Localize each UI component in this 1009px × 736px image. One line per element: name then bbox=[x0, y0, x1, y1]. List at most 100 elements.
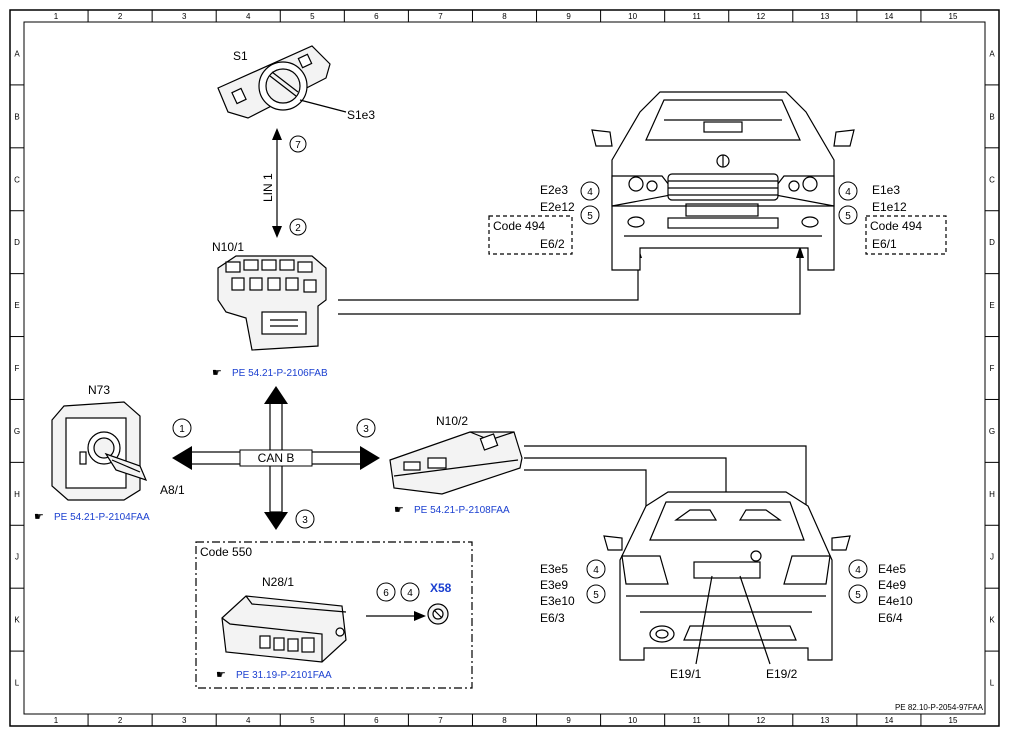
arrow-right-headlight bbox=[796, 246, 804, 258]
grid-column-label: 12 bbox=[756, 12, 765, 21]
grid-column-label: 8 bbox=[502, 12, 507, 21]
n28-1-module bbox=[221, 595, 347, 663]
grid-row-label: B bbox=[14, 112, 19, 121]
can-b-bus bbox=[172, 386, 380, 530]
x58-label: X58 bbox=[430, 581, 452, 595]
grid-row-label: L bbox=[15, 679, 20, 688]
e19-1-label: E19/1 bbox=[670, 667, 702, 681]
grid-column-label: 4 bbox=[246, 716, 251, 725]
grid-row-label: J bbox=[15, 553, 19, 562]
grid-column-labels: 1122334455667788991010111112121313141415… bbox=[54, 10, 958, 726]
n73-ignition-switch bbox=[51, 401, 148, 501]
n28-1-label: N28/1 bbox=[262, 575, 294, 589]
grid-column-label: 7 bbox=[438, 716, 443, 725]
e4e9-label: E4e9 bbox=[878, 578, 906, 592]
code550-label: Code 550 bbox=[200, 545, 252, 559]
grid-column-label: 6 bbox=[374, 12, 379, 21]
front-car-view bbox=[591, 91, 855, 271]
badge-lin-top bbox=[289, 135, 307, 153]
badge-front-r-2-num: 5 bbox=[845, 211, 851, 222]
n10-1-ref-icon: ☛ bbox=[212, 366, 222, 379]
e1e3-label: E1e3 bbox=[872, 183, 900, 197]
arrow-x58 bbox=[414, 611, 426, 621]
e19-2-label: E19/2 bbox=[766, 667, 798, 681]
lin1-arrow-up bbox=[272, 128, 282, 140]
s1e3-label: S1e3 bbox=[347, 108, 375, 122]
badge-front-l-2-num: 5 bbox=[587, 211, 593, 222]
badge-x58-a-num: 6 bbox=[383, 588, 389, 599]
grid-row-label: A bbox=[989, 49, 995, 58]
badge-can-right bbox=[356, 418, 376, 438]
n73-reference[interactable]: PE 54.21-P-2104FAA bbox=[54, 512, 150, 523]
grid-row-label: L bbox=[990, 679, 995, 688]
grid-column-label: 14 bbox=[884, 12, 893, 21]
grid-row-label: C bbox=[14, 175, 20, 184]
inner-frame bbox=[23, 21, 986, 715]
e4e10-label: E4e10 bbox=[878, 594, 913, 608]
n10-2-ref-icon: ☛ bbox=[394, 503, 404, 516]
grid-column-label: 6 bbox=[374, 716, 379, 725]
e1e12-label: E1e12 bbox=[872, 200, 907, 214]
grid-column-label: 12 bbox=[756, 716, 765, 725]
grid-column-label: 8 bbox=[502, 716, 507, 725]
grid-row-label: H bbox=[989, 490, 995, 499]
badge-rear-r-2-num: 5 bbox=[855, 590, 861, 601]
grid-column-label: 5 bbox=[310, 12, 315, 21]
grid-row-label: H bbox=[14, 490, 20, 499]
code494-right-label: Code 494 bbox=[870, 219, 922, 233]
badge-can-down bbox=[295, 509, 315, 529]
grid-row-label: D bbox=[14, 238, 20, 247]
code494-right-box bbox=[865, 215, 947, 255]
grid-column-label: 11 bbox=[693, 12, 702, 21]
grid-column-label: 1 bbox=[54, 716, 59, 725]
badge-rear-l-2 bbox=[586, 584, 606, 604]
e6-3-label: E6/3 bbox=[540, 611, 565, 625]
n10-1-reference[interactable]: PE 54.21-P-2106FAB bbox=[232, 368, 328, 379]
grid-column-label: 10 bbox=[628, 716, 637, 725]
badge-x58-b bbox=[400, 582, 420, 602]
a8-1-label: A8/1 bbox=[160, 483, 185, 497]
e6-2-label: E6/2 bbox=[540, 237, 565, 251]
code550-box bbox=[195, 541, 473, 689]
badge-can-down-num: 3 bbox=[302, 515, 308, 526]
n10-2-reference[interactable]: PE 54.21-P-2108FAA bbox=[414, 505, 510, 516]
grid-row-label: C bbox=[989, 175, 995, 184]
grid-row-label: G bbox=[14, 427, 20, 436]
line-e19-2 bbox=[739, 575, 771, 665]
e3e10-label: E3e10 bbox=[540, 594, 575, 608]
badge-rear-l-2-num: 5 bbox=[593, 590, 599, 601]
grid-column-label: 2 bbox=[118, 12, 123, 21]
grid-row-label: F bbox=[15, 364, 20, 373]
badge-can-left-num: 1 bbox=[179, 424, 185, 435]
badge-can-right-num: 3 bbox=[363, 424, 369, 435]
e6-4-label: E6/4 bbox=[878, 611, 903, 625]
lin1-arrow-down bbox=[272, 226, 282, 238]
lin1-label: LIN 1 bbox=[261, 173, 275, 202]
badge-x58-a bbox=[376, 582, 396, 602]
grid-column-label: 14 bbox=[884, 716, 893, 725]
code494-left-label: Code 494 bbox=[493, 219, 545, 233]
n28-1-reference[interactable]: PE 31.19-P-2101FAA bbox=[236, 670, 332, 681]
code494-left-box bbox=[488, 215, 573, 255]
badge-rear-l-1-num: 4 bbox=[593, 565, 599, 576]
grid-row-label: B bbox=[989, 112, 994, 121]
badge-front-l-2 bbox=[580, 205, 600, 225]
x58-connector bbox=[427, 603, 449, 625]
e2e12-label: E2e12 bbox=[540, 200, 575, 214]
e3e5-label: E3e5 bbox=[540, 562, 568, 576]
badge-front-r-1 bbox=[838, 181, 858, 201]
n10-2-module bbox=[389, 431, 523, 495]
grid-column-label: 9 bbox=[566, 12, 571, 21]
line-e19-1 bbox=[695, 575, 713, 665]
line-n10-1-to-left-headlight bbox=[338, 256, 639, 301]
grid-row-label: A bbox=[14, 49, 20, 58]
grid-column-label: 15 bbox=[949, 716, 958, 725]
grid-row-label: K bbox=[989, 616, 995, 625]
n28-1-ref-icon: ☛ bbox=[216, 668, 226, 681]
rear-car-view bbox=[603, 491, 851, 661]
n10-2-label: N10/2 bbox=[436, 414, 468, 428]
grid-row-label: J bbox=[990, 553, 994, 562]
grid-column-label: 7 bbox=[438, 12, 443, 21]
badge-front-l-1-num: 4 bbox=[587, 187, 593, 198]
